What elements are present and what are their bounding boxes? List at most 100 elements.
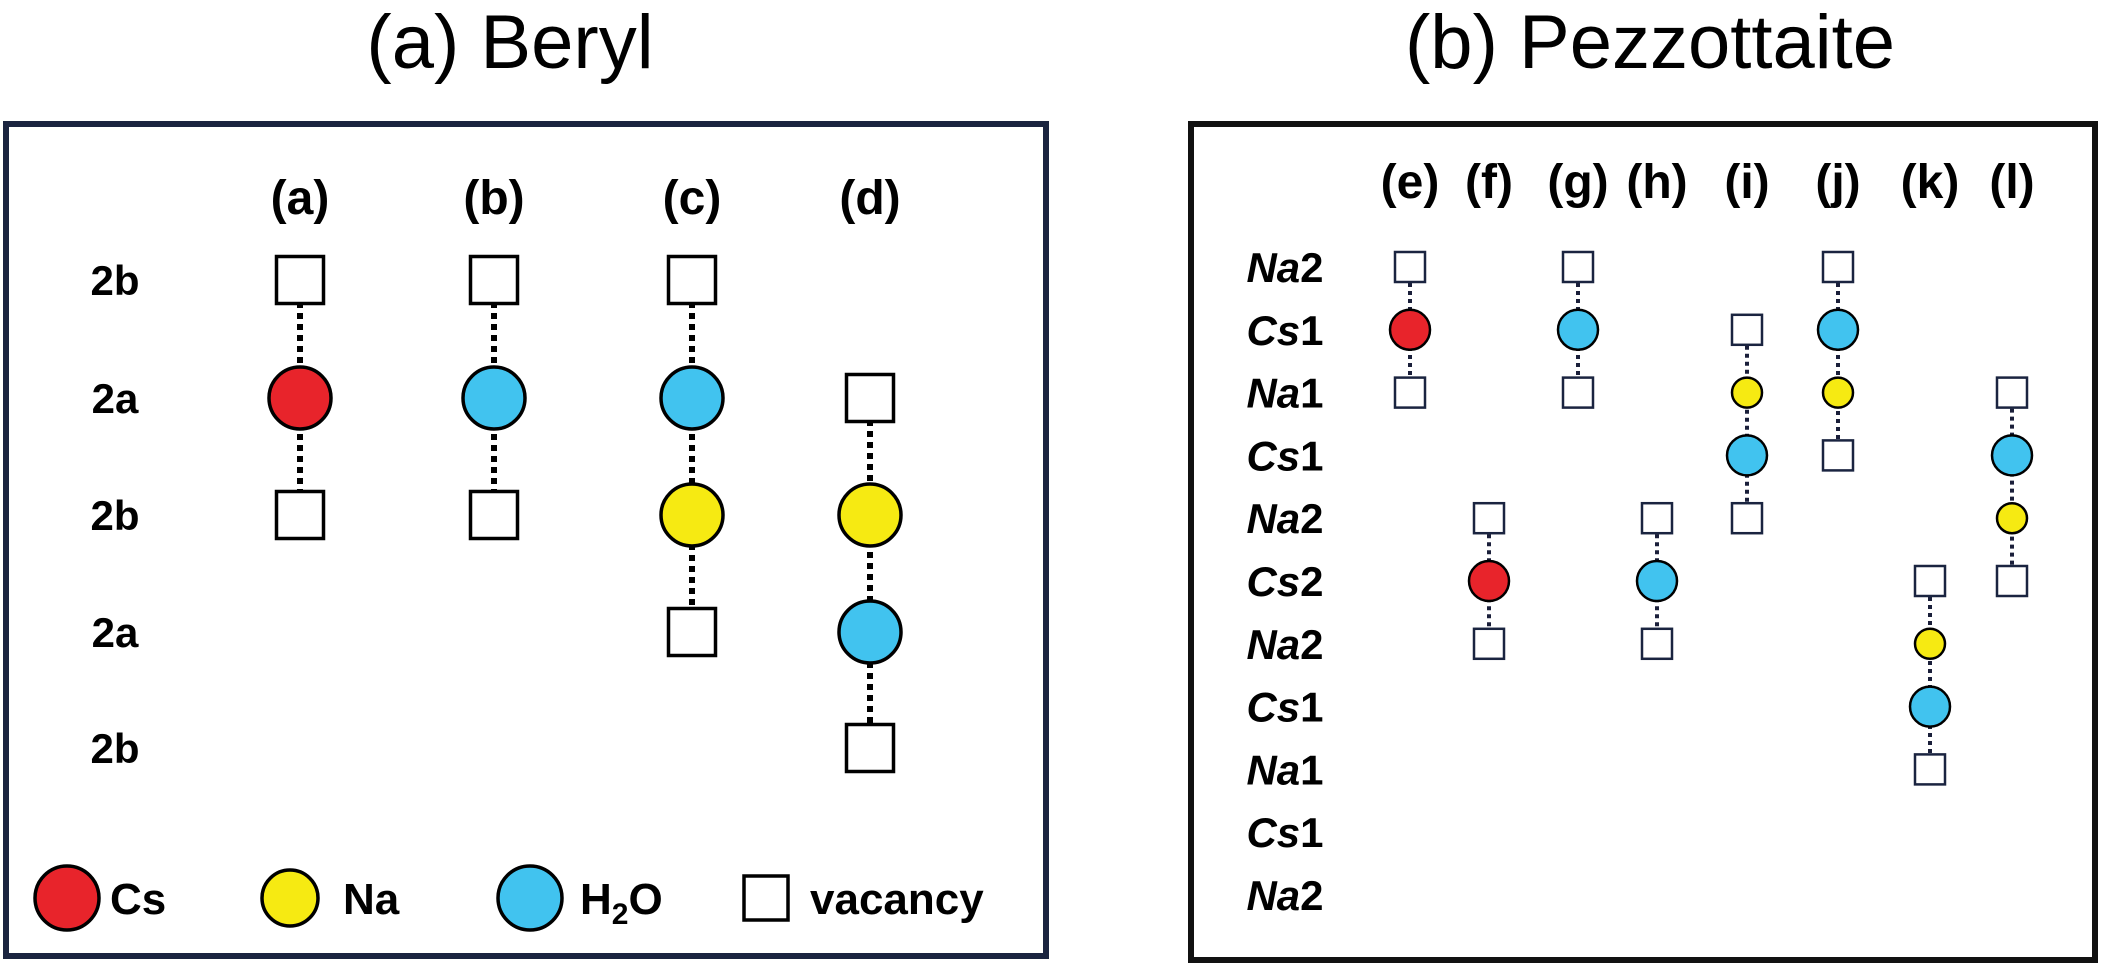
- panel-a-beryl: (a) (b) (c) (d) 2b 2a 2b 2a 2b Cs Na H2O vacancy: [33, 172, 984, 932]
- panel-b-row-label: Na2: [1246, 495, 1323, 542]
- h2o-site-circle: [1816, 308, 1860, 352]
- panel-b-frame: [1188, 121, 2098, 963]
- legend-vacancy-square: [742, 874, 790, 922]
- site-chain: [837, 372, 903, 774]
- panel-b-row-label: Cs1: [1246, 432, 1323, 479]
- na-site-circle: [1821, 376, 1855, 409]
- site-chain: [1908, 564, 1952, 786]
- na-site-circle: [1913, 627, 1947, 661]
- panel-b-column-label: (i): [1724, 156, 1769, 209]
- vacancy-square: [1561, 250, 1595, 284]
- cs-site-circle: [1388, 308, 1432, 352]
- vacancy-square: [274, 254, 326, 306]
- panel-a-title: (a) Beryl: [366, 0, 653, 85]
- panel-a-row-label: 2b: [90, 492, 139, 539]
- vacancy-square: [844, 372, 896, 424]
- vacancy-square: [844, 722, 896, 774]
- h2o-site-circle: [461, 365, 527, 431]
- legend: Cs Na H2O vacancy: [33, 864, 984, 932]
- panel-b-row-label: Na2: [1246, 621, 1323, 668]
- panel-b-row-label: Na2: [1246, 872, 1323, 919]
- panel-b-row-label: Cs1: [1246, 809, 1323, 856]
- panel-a-column-label: (c): [663, 172, 722, 225]
- vacancy-square: [1393, 376, 1427, 409]
- legend-cs-circle: [33, 864, 101, 932]
- vacancy-square: [1561, 376, 1595, 409]
- panel-a-row-label: 2b: [90, 725, 139, 772]
- site-chain: [1816, 250, 1860, 472]
- legend-item: vacancy: [742, 874, 984, 924]
- panel-a-column-label: (b): [463, 172, 524, 225]
- panel-a-row-label: 2a: [92, 375, 139, 422]
- legend-h2o-circle: [496, 864, 564, 932]
- panel-a-frame: [3, 121, 1049, 959]
- vacancy-square: [1913, 564, 1947, 598]
- panel-b-pezzottaite: (e)(f)(g)(h)(i)(j)(k)(l) Na2Cs1Na1Cs1Na2…: [1246, 156, 2034, 919]
- vacancy-square: [1730, 313, 1764, 347]
- vacancy-square: [666, 606, 718, 658]
- h2o-site-circle: [837, 599, 903, 665]
- panel-a-row-labels: 2b 2a 2b 2a 2b: [90, 257, 139, 772]
- vacancy-square: [1995, 376, 2029, 409]
- site-chain: [1635, 501, 1679, 661]
- vacancy-square: [1472, 627, 1506, 661]
- na-site-circle: [837, 482, 903, 548]
- legend-item: H2O: [496, 864, 663, 932]
- vacancy-square: [1913, 753, 1947, 786]
- h2o-site-circle: [1990, 434, 2034, 477]
- legend-item: Na: [260, 868, 400, 928]
- panel-a-row-label: 2b: [90, 257, 139, 304]
- vacancy-square: [468, 489, 520, 541]
- cs-site-circle: [267, 365, 333, 431]
- panel-b-row-label: Cs1: [1246, 307, 1323, 354]
- vacancy-square: [274, 489, 326, 541]
- panel-b-column-label: (g): [1547, 156, 1608, 209]
- panel-a-column-label: (d): [839, 172, 900, 225]
- legend-na-circle: [260, 868, 320, 928]
- site-chain: [461, 254, 527, 541]
- panel-a-row-label: 2a: [92, 609, 139, 656]
- site-chain: [1990, 376, 2034, 598]
- panel-b-title: (b) Pezzottaite: [1405, 0, 1895, 85]
- h2o-site-circle: [1556, 308, 1600, 352]
- cs-site-circle: [1467, 559, 1511, 603]
- vacancy-square: [1640, 501, 1674, 535]
- h2o-site-circle: [1635, 559, 1679, 603]
- panel-b-column-label: (j): [1815, 156, 1860, 209]
- h2o-site-circle: [659, 365, 725, 431]
- vacancy-square: [1730, 501, 1764, 535]
- vacancy-square: [1640, 627, 1674, 661]
- legend-label: H2O: [580, 875, 663, 931]
- panel-b-column-label: (f): [1465, 156, 1513, 209]
- legend-item: Cs: [33, 864, 166, 932]
- h2o-site-circle: [1725, 434, 1769, 477]
- h2o-site-circle: [1908, 685, 1952, 728]
- na-site-circle: [1995, 501, 2029, 535]
- panel-b-row-label: Cs1: [1246, 684, 1323, 731]
- legend-label: vacancy: [810, 875, 984, 924]
- panel-b-column-labels: (e) (f) (g) (h) (i) (j) (k) (l): [1381, 156, 2035, 209]
- panel-b-column-label: (h): [1626, 156, 1687, 209]
- panel-b-column-label: (k): [1901, 156, 1960, 209]
- vacancy-square: [1472, 501, 1506, 535]
- site-chain: [1725, 313, 1769, 535]
- panel-b-row-label: Na1: [1246, 746, 1323, 793]
- vacancy-square: [1393, 250, 1427, 284]
- na-site-circle: [659, 482, 725, 548]
- vacancy-square: [1995, 564, 2029, 598]
- panel-b-row-label: Na1: [1246, 370, 1323, 417]
- site-chain: [267, 254, 333, 541]
- vacancy-square: [666, 254, 718, 306]
- vacancy-square: [1821, 250, 1855, 284]
- panel-a-site-chains: [267, 254, 903, 774]
- panel-b-row-label: Cs2: [1246, 558, 1323, 605]
- panel-a-column-label: (a): [271, 172, 330, 225]
- site-chain: [1556, 250, 1600, 409]
- site-chain: [1388, 250, 1432, 409]
- panel-b-row-label: Na2: [1246, 244, 1323, 291]
- panel-b-column-label: (e): [1381, 156, 1440, 209]
- legend-label: Cs: [110, 875, 166, 924]
- panel-b-column-label: (l): [1989, 156, 2034, 209]
